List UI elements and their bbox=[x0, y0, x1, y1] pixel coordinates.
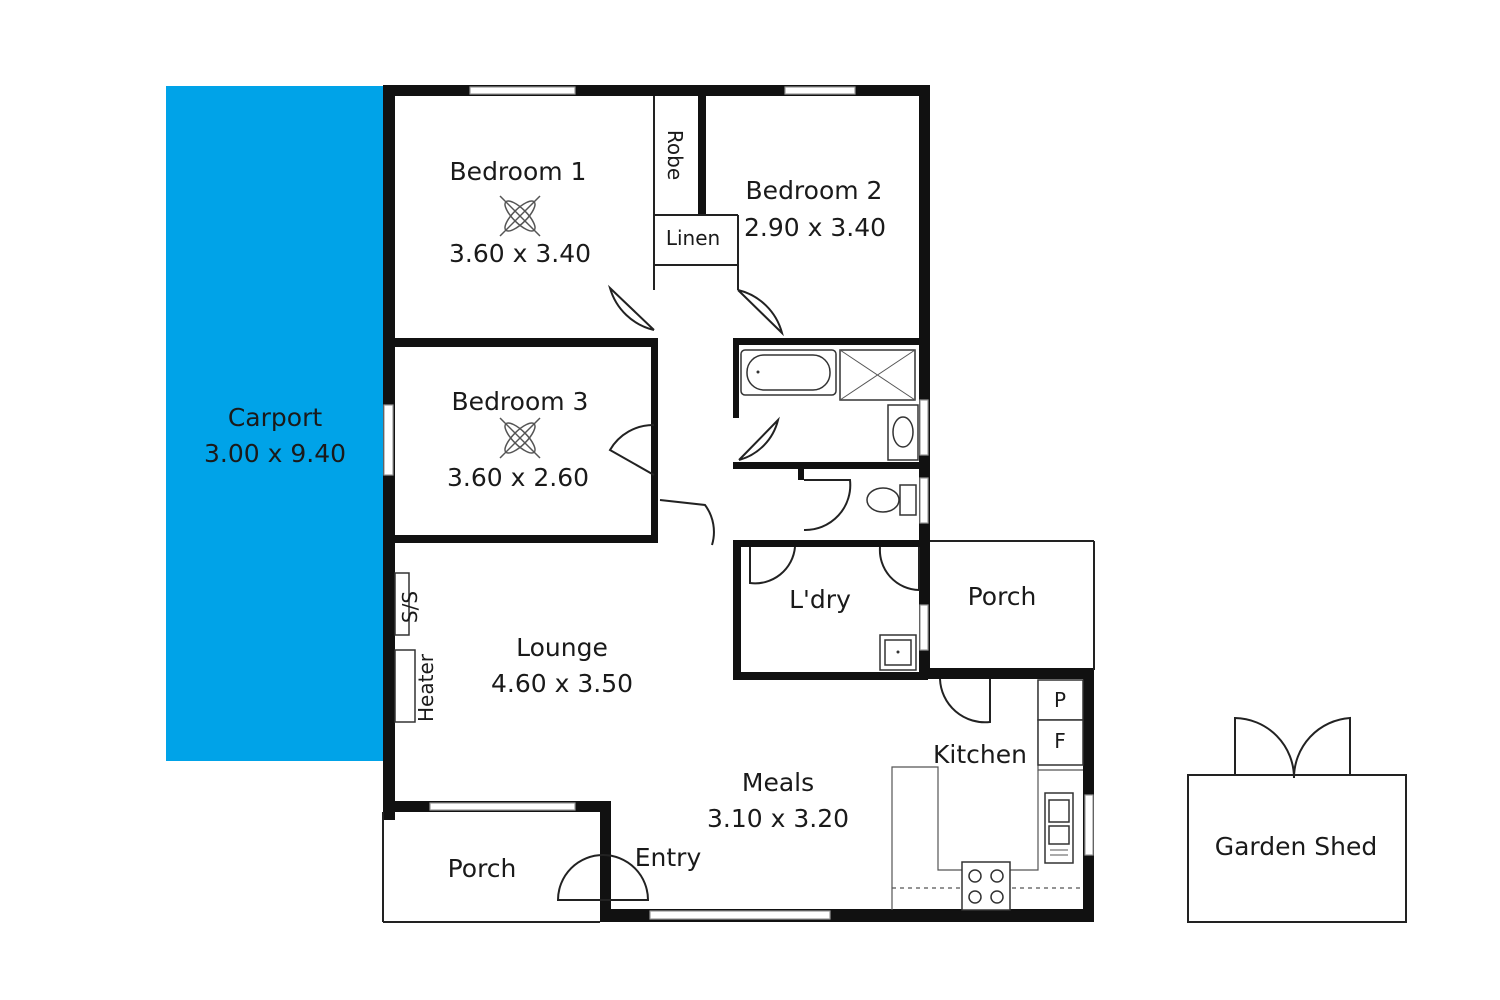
windows bbox=[383, 86, 1094, 920]
fan-icon bbox=[499, 195, 541, 237]
carport-size: 3.00 x 9.40 bbox=[204, 439, 346, 468]
meals-size: 3.10 x 3.20 bbox=[707, 804, 849, 833]
bedroom3-name: Bedroom 3 bbox=[452, 387, 589, 416]
laundry-label: L'dry bbox=[789, 585, 851, 614]
bedroom1-size: 3.60 x 3.40 bbox=[449, 239, 591, 268]
linen-label: Linen bbox=[666, 226, 720, 250]
heater-label: Heater bbox=[414, 653, 438, 722]
carport-name: Carport bbox=[228, 403, 322, 432]
fridge-label: F bbox=[1054, 729, 1066, 753]
interior-walls bbox=[395, 96, 928, 680]
shower-icon bbox=[839, 349, 916, 401]
fan-icon bbox=[499, 417, 541, 459]
meals-name: Meals bbox=[742, 768, 814, 797]
door-swings bbox=[556, 284, 991, 901]
porch-front-label: Porch bbox=[448, 854, 517, 883]
bedroom3-size: 3.60 x 2.60 bbox=[447, 463, 589, 492]
thin-partitions bbox=[382, 96, 1095, 923]
bedroom2-size: 2.90 x 3.40 bbox=[744, 213, 886, 242]
entry-label: Entry bbox=[635, 843, 702, 872]
toilet-icon bbox=[866, 484, 917, 516]
pantry-box bbox=[1037, 679, 1084, 766]
cooktop-icon bbox=[961, 861, 1011, 911]
heater-box bbox=[394, 649, 416, 723]
bath-icon bbox=[740, 349, 837, 396]
ss-box bbox=[394, 572, 410, 636]
kitchen-label: Kitchen bbox=[933, 740, 1027, 769]
lounge-size: 4.60 x 3.50 bbox=[491, 669, 633, 698]
garden-shed bbox=[1187, 716, 1407, 923]
vanity-basin-icon bbox=[887, 404, 919, 461]
robe-label: Robe bbox=[663, 130, 687, 180]
ss-label: S/S bbox=[398, 591, 422, 623]
garden-shed-label: Garden Shed bbox=[1215, 832, 1378, 861]
porch-side-label: Porch bbox=[968, 582, 1037, 611]
outer-walls bbox=[383, 85, 1094, 922]
laundry-tub-icon bbox=[879, 634, 917, 671]
bedroom2-name: Bedroom 2 bbox=[746, 176, 883, 205]
lounge-name: Lounge bbox=[516, 633, 608, 662]
bedroom1-name: Bedroom 1 bbox=[450, 157, 587, 186]
carport-area bbox=[166, 86, 386, 761]
pantry-label: P bbox=[1054, 688, 1066, 712]
sink-icon bbox=[1044, 792, 1074, 864]
